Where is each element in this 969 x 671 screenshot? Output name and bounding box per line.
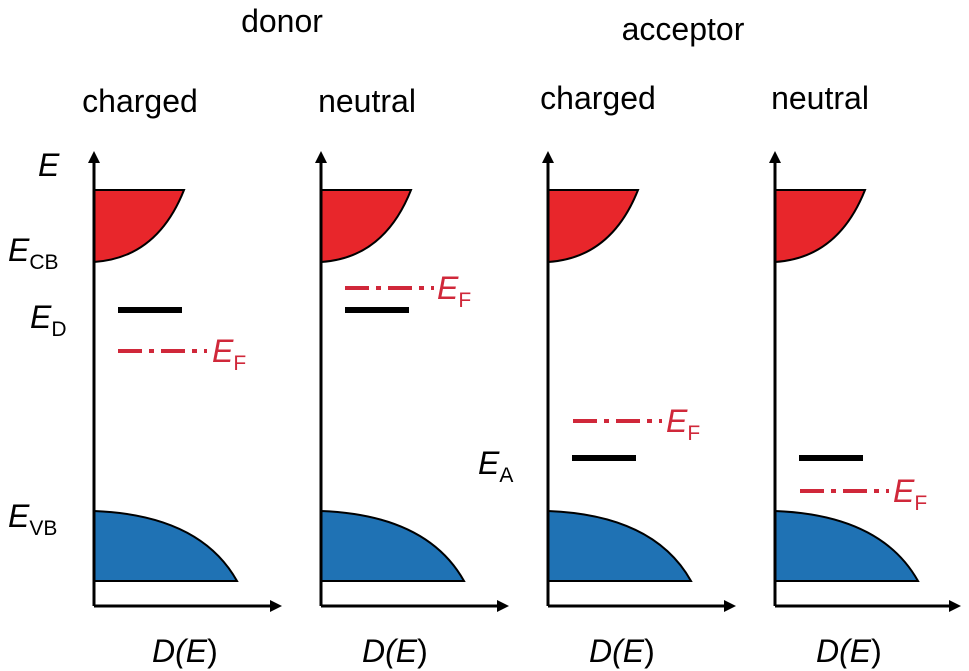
fermi-level-label: EF <box>212 333 246 375</box>
conduction-band <box>93 189 186 264</box>
conduction-band-edge-label: ECB <box>8 232 59 274</box>
x-axis-label: D(E) <box>816 633 882 669</box>
fermi-level-label: EF <box>437 270 471 312</box>
fermi-level-label: EF <box>666 403 700 445</box>
panel-acceptor-charged: EF D(E) <box>542 151 736 669</box>
panel-donor-charged: EF D(E) <box>88 151 282 669</box>
valence-band-edge-label: EVB <box>8 498 57 540</box>
panel-acceptor-neutral: EF D(E) <box>769 151 961 669</box>
conduction-band <box>774 189 867 264</box>
conduction-band <box>320 189 413 264</box>
panel-donor-neutral: EF D(E) <box>315 151 509 669</box>
acceptor-level-label: EA <box>478 445 513 487</box>
x-axis-label: D(E) <box>589 633 655 669</box>
panel-title-donor-charged: charged <box>82 83 198 119</box>
panel-title-donor-neutral: neutral <box>318 83 416 119</box>
valence-band <box>547 509 693 582</box>
acceptor-header: acceptor <box>622 11 745 47</box>
fermi-level-label: EF <box>893 473 927 515</box>
x-axis-label: D(E) <box>152 633 218 669</box>
valence-band <box>320 509 466 582</box>
panel-title-acceptor-neutral: neutral <box>771 80 869 116</box>
x-axis-label: D(E) <box>362 633 428 669</box>
valence-band <box>93 509 239 582</box>
conduction-band <box>547 189 640 264</box>
y-axis-label: E <box>38 147 60 183</box>
donor-level-label: ED <box>30 299 67 341</box>
panel-title-acceptor-charged: charged <box>540 80 656 116</box>
valence-band <box>774 509 920 582</box>
donor-header: donor <box>241 3 323 39</box>
